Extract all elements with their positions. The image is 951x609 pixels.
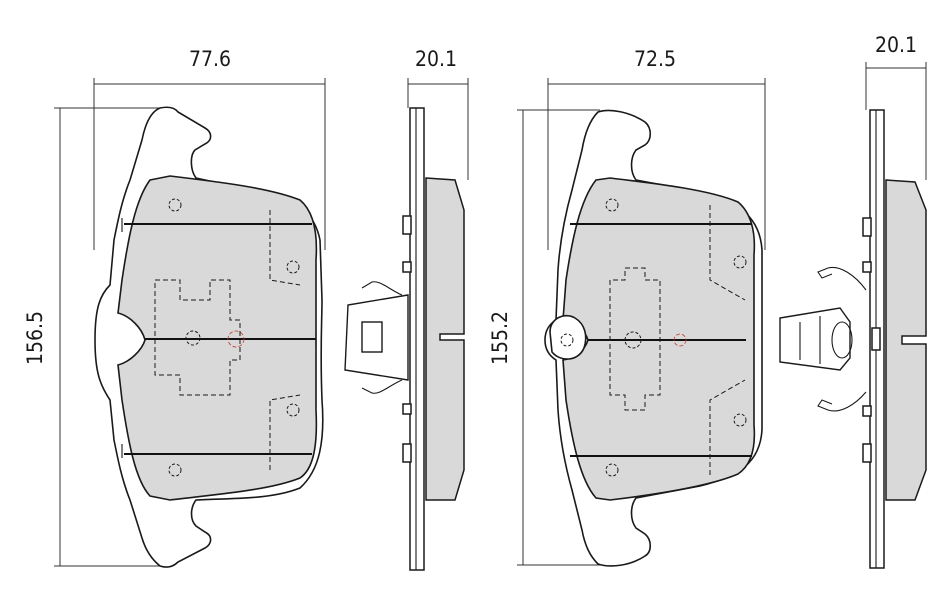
pad2-front-view: [517, 78, 766, 567]
pad1-thickness-label: 20.1: [415, 47, 457, 71]
pad2-side-view: [779, 62, 927, 569]
pad1-width-label: 77.6: [189, 47, 231, 71]
pad2-width-label: 72.5: [634, 47, 676, 71]
pad1-side-view: [344, 78, 469, 571]
pad1-height-label: 156.5: [23, 311, 47, 365]
pad1-front-view: [54, 78, 326, 568]
pad2-height-label: 155.2: [488, 311, 512, 365]
pad2-thickness-label: 20.1: [875, 33, 917, 57]
